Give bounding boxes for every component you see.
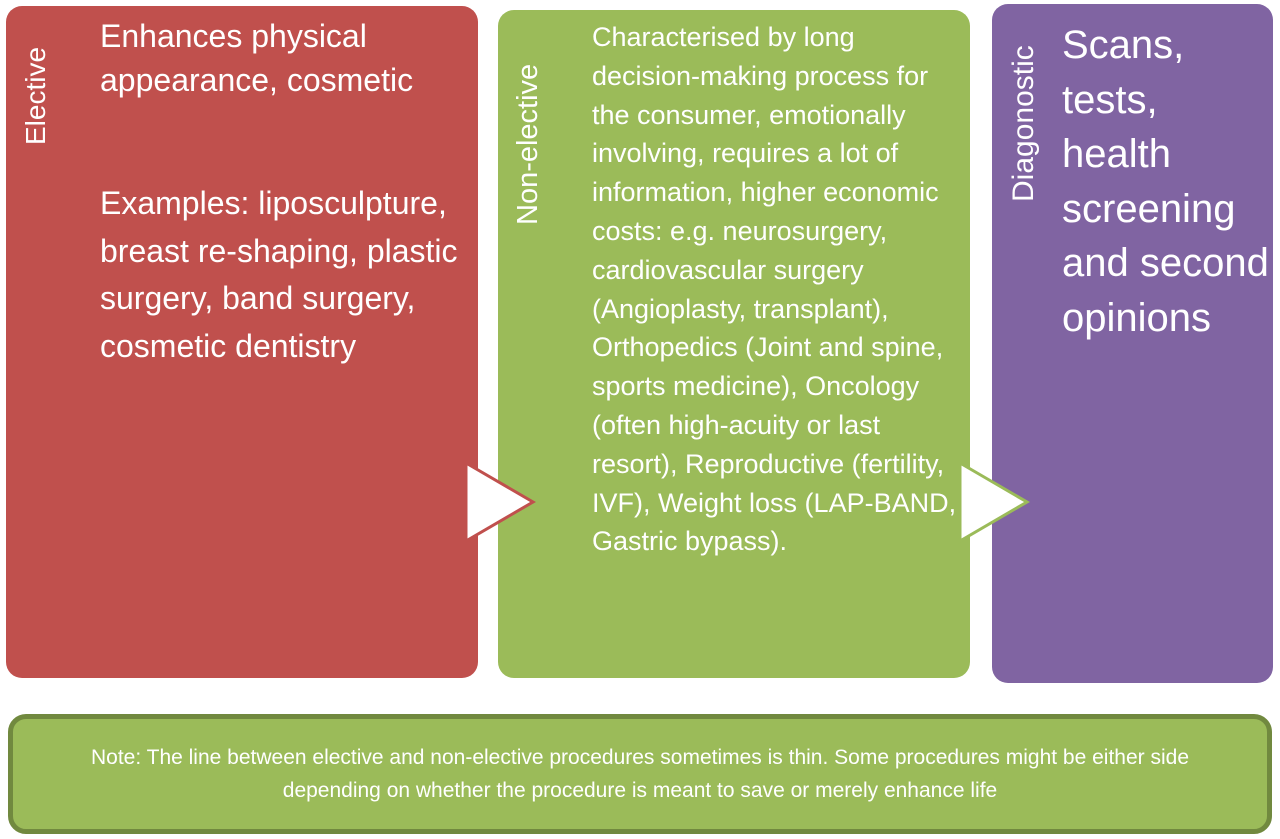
non-elective-description: Characterised by long decision-making pr…	[592, 22, 957, 557]
note-box: Note: The line between elective and non-…	[8, 714, 1272, 834]
non-elective-box	[498, 10, 970, 678]
non-elective-label: Non-elective	[512, 63, 544, 225]
elective-examples: Examples: liposculpture, breast re-shapi…	[100, 185, 458, 364]
note-text: Note: The line between elective and non-…	[90, 746, 1190, 802]
arrow-right-icon	[464, 460, 536, 544]
elective-label: Elective	[20, 46, 51, 145]
elective-box	[6, 6, 478, 678]
diagnostic-box	[992, 4, 1273, 683]
diagnostic-label: Diagonostic	[1007, 45, 1040, 202]
elective-description: Enhances physical appearance, cosmetic	[100, 18, 414, 98]
diagnostic-description: Scans, tests, health screening and secon…	[1062, 23, 1269, 340]
arrow-right-icon	[958, 460, 1030, 544]
